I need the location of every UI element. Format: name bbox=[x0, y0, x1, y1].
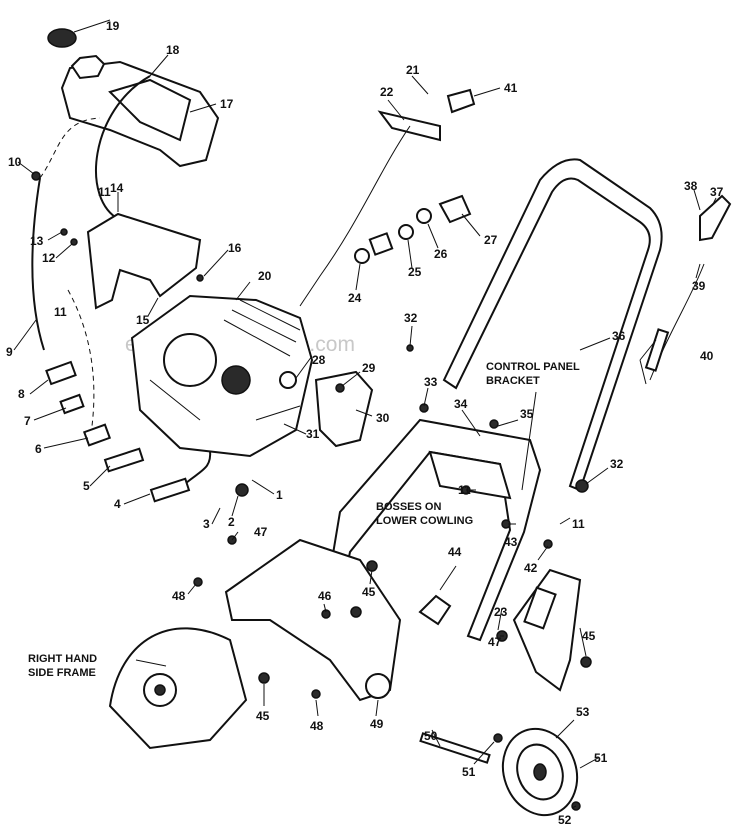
callout-35: 35 bbox=[520, 407, 534, 421]
fuel-fittings bbox=[45, 360, 191, 503]
callout-labels: 1 2 3 4 5 6 7 8 9 10 11 12 13 14 15 16 1… bbox=[6, 19, 724, 827]
callout-26: 26 bbox=[434, 247, 448, 261]
callout-48-b: 48 bbox=[310, 719, 324, 733]
callout-12: 12 bbox=[42, 251, 56, 265]
callout-18: 18 bbox=[166, 43, 180, 57]
callout-4: 4 bbox=[114, 497, 121, 511]
callout-13: 13 bbox=[30, 234, 44, 248]
callout-38: 38 bbox=[684, 179, 698, 193]
callout-6: 6 bbox=[35, 442, 42, 456]
note-bosses-line1: BOSSES ON bbox=[376, 501, 441, 513]
callout-11-b: 11 bbox=[458, 483, 471, 497]
callout-29: 29 bbox=[362, 361, 376, 375]
callout-32: 32 bbox=[404, 311, 418, 325]
callout-2: 2 bbox=[228, 515, 235, 529]
throttle-assembly bbox=[299, 88, 476, 307]
callout-1: 1 bbox=[276, 488, 283, 502]
callout-39: 39 bbox=[692, 279, 706, 293]
callout-48: 48 bbox=[172, 589, 186, 603]
upper-handle bbox=[442, 158, 663, 492]
fuel-tank bbox=[60, 54, 220, 168]
control-lever bbox=[644, 194, 732, 381]
bracket bbox=[86, 212, 202, 310]
note-bosses-line2: LOWER COWLING bbox=[376, 515, 473, 527]
callout-50: 50 bbox=[424, 729, 438, 743]
callout-34: 34 bbox=[454, 397, 468, 411]
callout-47: 47 bbox=[254, 525, 268, 539]
callout-45-c: 45 bbox=[256, 709, 270, 723]
callout-7: 7 bbox=[24, 414, 31, 428]
callout-46: 46 bbox=[318, 589, 332, 603]
callout-53: 53 bbox=[576, 705, 590, 719]
callout-25: 25 bbox=[408, 265, 422, 279]
leader-lines bbox=[13, 19, 717, 809]
callout-24: 24 bbox=[348, 291, 362, 305]
callout-42: 42 bbox=[524, 561, 538, 575]
callout-19: 19 bbox=[106, 19, 120, 33]
callout-33: 33 bbox=[424, 375, 438, 389]
callout-11: 11 bbox=[54, 305, 67, 319]
callout-52: 52 bbox=[558, 813, 572, 827]
callout-11-d: 11 bbox=[98, 185, 111, 199]
callout-49: 49 bbox=[370, 717, 384, 731]
callout-51-b: 51 bbox=[594, 751, 608, 765]
callout-23: 23 bbox=[494, 605, 508, 619]
callout-45: 45 bbox=[362, 585, 376, 599]
callout-40: 40 bbox=[700, 349, 714, 363]
callout-17: 17 bbox=[220, 97, 234, 111]
callout-16: 16 bbox=[228, 241, 242, 255]
muffler bbox=[279, 370, 374, 448]
frame-assembly bbox=[224, 538, 452, 702]
callout-14: 14 bbox=[110, 181, 124, 195]
note-side-frame-line1: RIGHT HAND bbox=[28, 653, 97, 665]
callout-27: 27 bbox=[484, 233, 498, 247]
right-hand-side-frame bbox=[108, 627, 248, 750]
callout-45-b: 45 bbox=[582, 629, 596, 643]
callout-8: 8 bbox=[18, 387, 25, 401]
callout-30: 30 bbox=[376, 411, 390, 425]
note-control-panel-line2: BRACKET bbox=[486, 375, 540, 387]
callout-20: 20 bbox=[258, 269, 272, 283]
callout-10: 10 bbox=[8, 155, 22, 169]
callout-51: 51 bbox=[462, 765, 476, 779]
callout-11-c: 11 bbox=[572, 517, 585, 531]
callout-21: 21 bbox=[406, 63, 420, 77]
callout-5: 5 bbox=[83, 479, 90, 493]
callout-47-b: 47 bbox=[488, 635, 502, 649]
callout-36: 36 bbox=[612, 329, 626, 343]
callout-15: 15 bbox=[136, 313, 150, 327]
engine bbox=[130, 294, 314, 458]
callout-37: 37 bbox=[710, 185, 724, 199]
fuel-line-9 bbox=[31, 177, 45, 351]
callout-43: 43 bbox=[504, 535, 518, 549]
fuel-cap bbox=[47, 28, 77, 48]
callout-44: 44 bbox=[448, 545, 462, 559]
callout-22: 22 bbox=[380, 85, 394, 99]
callout-31: 31 bbox=[306, 427, 320, 441]
note-control-panel-line1: CONTROL PANEL bbox=[486, 361, 580, 373]
callout-41: 41 bbox=[504, 81, 518, 95]
note-side-frame-line2: SIDE FRAME bbox=[28, 667, 96, 679]
wheel bbox=[501, 727, 579, 817]
callout-28: 28 bbox=[312, 353, 326, 367]
callout-32-b: 32 bbox=[610, 457, 624, 471]
fuel-hose-18 bbox=[95, 75, 151, 221]
handle-bracket bbox=[512, 568, 582, 692]
notes: CONTROL PANEL BRACKET BOSSES ON LOWER CO… bbox=[28, 361, 580, 679]
callout-3: 3 bbox=[203, 517, 210, 531]
callout-9: 9 bbox=[6, 345, 13, 359]
